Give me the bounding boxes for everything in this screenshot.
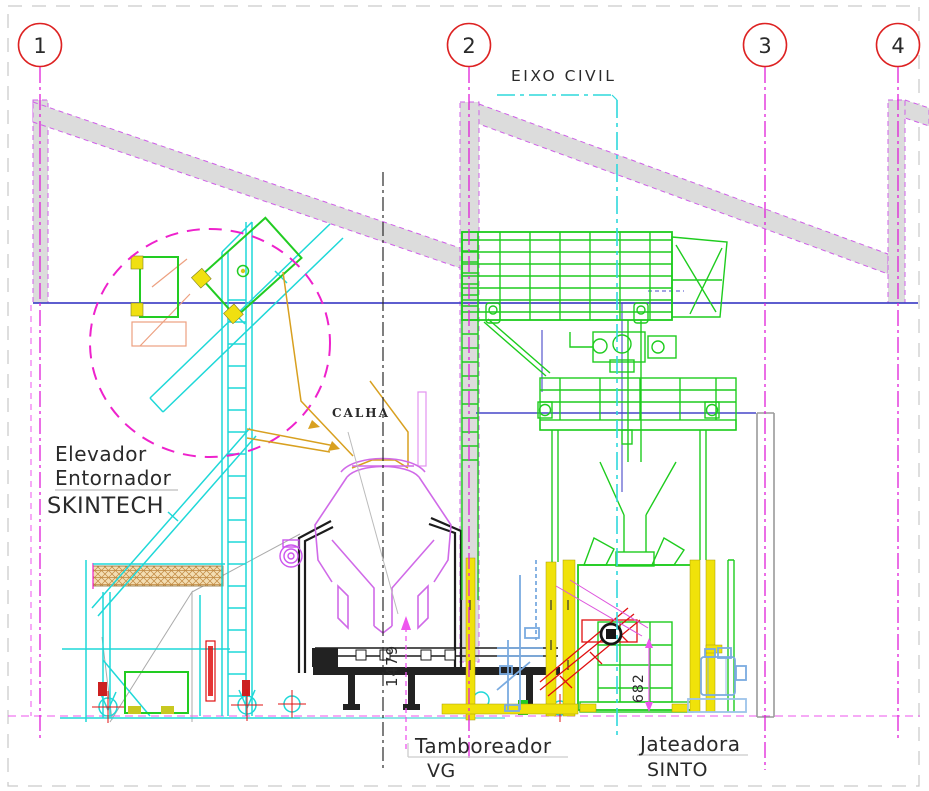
yellow-column-ticks bbox=[469, 600, 569, 670]
grid-bubble-4 bbox=[875, 22, 921, 68]
elevator-ladder-rungs bbox=[228, 299, 246, 697]
drum-motor bbox=[279, 539, 303, 568]
violet-duct bbox=[417, 391, 427, 467]
grid-marker-4: 4 bbox=[891, 34, 904, 58]
red-parts-left bbox=[98, 640, 250, 702]
magenta-leaders bbox=[555, 579, 649, 637]
tilted-equipment bbox=[130, 216, 303, 325]
grid-bubble-2 bbox=[446, 22, 492, 68]
roof-beam-right bbox=[478, 103, 889, 275]
chute-label: CALHA bbox=[332, 406, 390, 420]
grid-lines bbox=[39, 67, 899, 770]
beam-lines-blue bbox=[33, 290, 918, 492]
tumbler-label-line1: Tamboreador bbox=[414, 734, 552, 758]
pump-and-chute bbox=[496, 560, 747, 713]
tamboreador-machine bbox=[297, 516, 560, 710]
blaster-label-line1: Jateadora bbox=[638, 732, 740, 756]
column-grid4 bbox=[887, 99, 906, 304]
survey-target-icon bbox=[599, 622, 623, 646]
tumbler-label-line2: VG bbox=[427, 760, 456, 782]
elevator-label-line3: SKINTECH bbox=[47, 493, 164, 519]
blaster-label-line2: SINTO bbox=[647, 759, 708, 781]
detail-ellipse bbox=[89, 228, 331, 458]
elevator-brace bbox=[91, 427, 257, 617]
elevator-base-frame bbox=[60, 560, 300, 722]
page-border bbox=[7, 5, 920, 787]
pump-motor bbox=[687, 647, 747, 713]
right-wall bbox=[756, 412, 775, 718]
grid-marker-1: 1 bbox=[33, 34, 46, 58]
roof-beam-stub bbox=[904, 99, 929, 127]
grid-marker-3: 3 bbox=[758, 34, 771, 58]
hatch-band bbox=[92, 563, 224, 589]
salmon-frame bbox=[131, 258, 191, 347]
grid-bubble-3 bbox=[742, 22, 788, 68]
grid-marker-2: 2 bbox=[462, 34, 475, 58]
elevator-label-line1: Elevador bbox=[55, 442, 147, 466]
jateadora-machine bbox=[461, 231, 737, 715]
grid-bubble-1 bbox=[17, 22, 63, 68]
axis-label: EIXO CIVIL bbox=[511, 67, 616, 85]
dimension-1479-text: 1479 bbox=[383, 645, 401, 687]
elevator-label-line2: Entornador bbox=[55, 466, 172, 490]
equipment-labels: Elevador Entornador SKINTECH CALHA Tambo… bbox=[47, 67, 748, 782]
axis-eixo-civil bbox=[497, 94, 618, 738]
green-box-left bbox=[124, 671, 189, 714]
grid-bubbles: 1 2 3 4 bbox=[17, 22, 921, 68]
roof-structure bbox=[32, 99, 929, 663]
chute-lines bbox=[246, 271, 409, 469]
dimension-1479: 1479 bbox=[347, 431, 411, 752]
dimension-682: 682 bbox=[631, 638, 653, 712]
dimension-682-text: 682 bbox=[631, 673, 647, 703]
